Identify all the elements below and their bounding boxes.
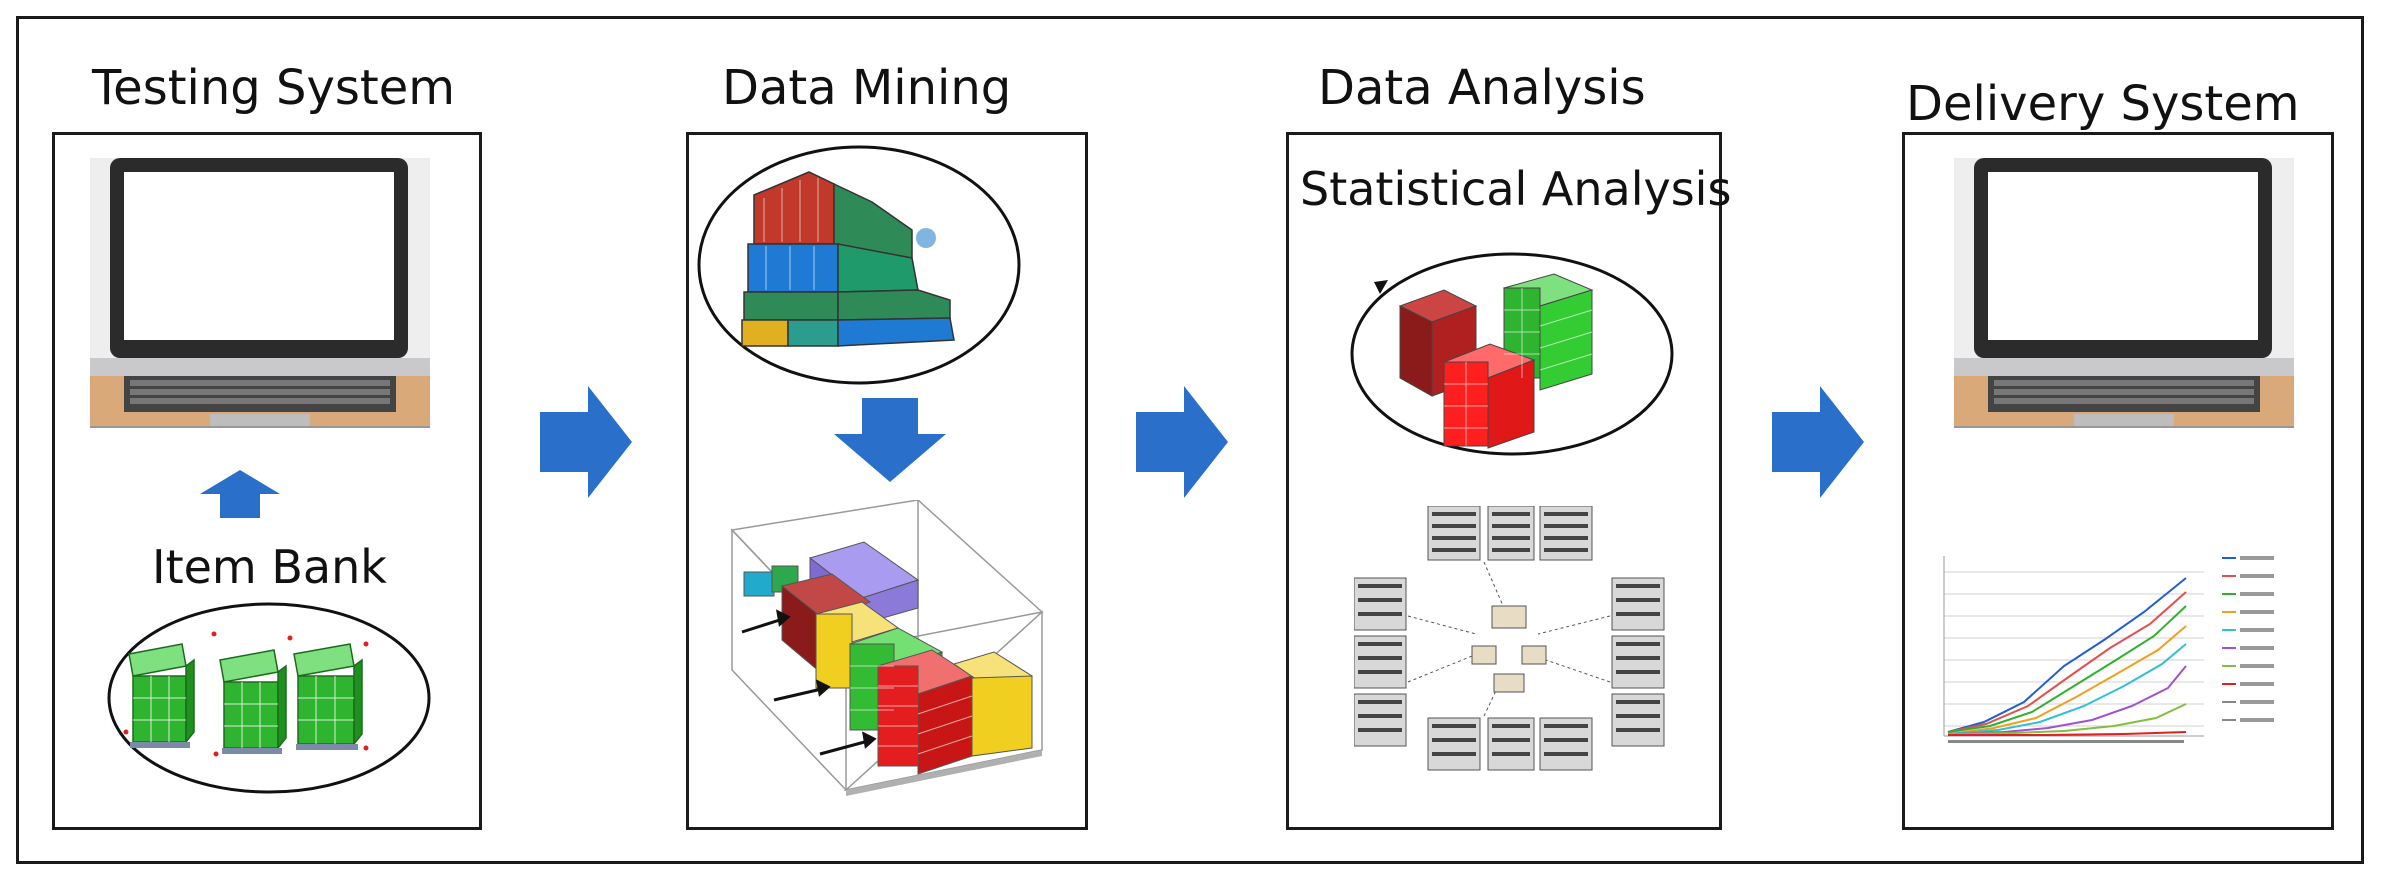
laptop-icon (1954, 158, 2294, 428)
stage-title-data-mining: Data Mining (722, 60, 1012, 116)
arrow-up-icon (200, 470, 280, 518)
diagram-frame (16, 16, 2364, 864)
arrow-right-icon (1772, 386, 1864, 498)
stage-title-delivery-system: Delivery System (1906, 76, 2300, 132)
stage-title-testing-system: Testing System (92, 60, 455, 116)
arrow-down-icon (834, 398, 946, 482)
stage-title-data-analysis: Data Analysis (1318, 60, 1646, 116)
container-icon (697, 145, 1021, 385)
arrow-right-icon (1136, 386, 1228, 498)
line-chart-icon (1943, 556, 2274, 743)
pallet-cluster-icon (1350, 252, 1674, 456)
laptop-icon (90, 158, 430, 428)
pallet-stack-icon (107, 602, 431, 794)
arrow-right-icon (540, 386, 632, 498)
photo-grid-icon (1354, 506, 1665, 771)
item-bank-label: Item Bank (152, 540, 387, 594)
statistical-analysis-label: Statistical Analysis (1300, 162, 1732, 216)
loaded-container-icon (730, 500, 1044, 796)
